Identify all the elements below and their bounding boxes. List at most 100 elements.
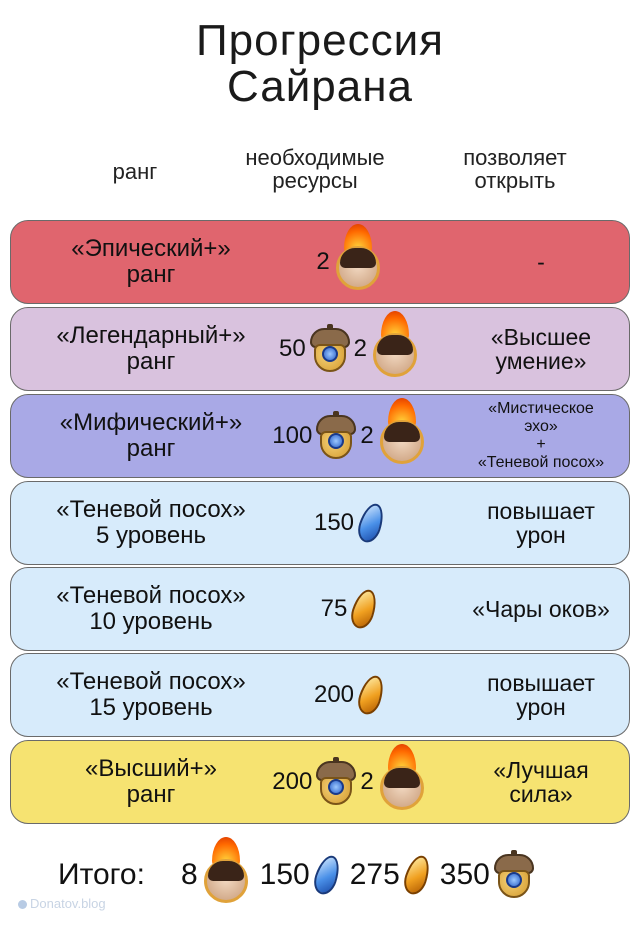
title-line-2: Сайрана: [226, 62, 414, 111]
unlock-cell: -: [451, 221, 631, 303]
acorn-qty: 100: [272, 422, 313, 449]
rank-name: «Теневой посох»: [56, 582, 246, 609]
rank-name: «Теневой посох»: [56, 668, 246, 695]
acorn-icon: [492, 850, 536, 900]
title-line-1: Прогрессия: [196, 16, 444, 65]
watermark: Donatov.blog: [18, 896, 106, 911]
unlock-line: эхо»: [524, 418, 558, 435]
rank-sub: ранг: [126, 435, 176, 462]
acorn-icon: [314, 411, 358, 461]
watermark-text: Donatov.blog: [30, 896, 106, 911]
rank-sub: 5 уровень: [95, 522, 207, 549]
orange-gem-icon: [354, 672, 388, 718]
flaming-hero-portrait-icon: [369, 311, 421, 379]
acorn-qty: 200: [272, 768, 313, 795]
rank-cell: «Мифический+»ранг: [11, 395, 291, 477]
rank-sub: ранг: [126, 781, 176, 808]
rank-cell: «Эпический+»ранг: [11, 221, 291, 303]
hero-qty: 2: [360, 768, 374, 795]
unlock-line: сила»: [509, 781, 573, 807]
unlock-cell: «Чары оков»: [451, 568, 631, 650]
rank-name: «Эпический+»: [71, 235, 231, 262]
rank-cell: «Высший+»ранг: [11, 741, 291, 823]
table-row: «Эпический+»ранг 2 -: [10, 220, 630, 304]
hero-qty: 2: [353, 335, 368, 362]
header-rank-text: ранг: [112, 159, 158, 184]
rank-cell: «Легендарный+»ранг: [11, 308, 291, 390]
table-row: «Теневой посох»10 уровень 75 «Чары оков»: [10, 567, 630, 651]
unlock-line: повышает: [487, 498, 595, 524]
blue-crystal-icon: [354, 500, 388, 546]
total-hero-qty: 8: [180, 858, 198, 891]
resources-cell: 200: [251, 654, 451, 736]
unlock-line: урон: [516, 522, 566, 548]
unlock-line: «Чары оков»: [472, 596, 610, 622]
total-gem-qty: 275: [349, 858, 400, 891]
acorn-qty: 50: [278, 335, 306, 362]
flaming-hero-portrait-icon: [332, 224, 384, 292]
rank-cell: «Теневой посох»5 уровень: [11, 482, 291, 564]
rank-name: «Легендарный+»: [56, 322, 246, 349]
rank-cell: «Теневой посох»15 уровень: [11, 654, 291, 736]
rank-name: «Теневой посох»: [56, 496, 246, 523]
unlock-line: -: [537, 249, 545, 275]
resources-cell: 150: [251, 482, 451, 564]
blue-crystal-icon: [310, 852, 344, 898]
unlock-line: умение»: [495, 348, 587, 374]
resources-cell: 2: [251, 221, 451, 303]
header-unlocks-line-1: позволяет: [463, 145, 567, 170]
unlock-line: «Мистическое: [488, 400, 594, 417]
page-title: Прогрессия Сайрана: [0, 18, 640, 110]
unlock-line: повышает: [487, 670, 595, 696]
header-resources-line-1: необходимые: [245, 145, 385, 170]
total-acorn-qty: 350: [439, 858, 490, 891]
orange-gem-icon: [400, 852, 434, 898]
unlock-line: «Лучшая: [493, 757, 589, 783]
resources-cell: 75: [251, 568, 451, 650]
orange-gem-icon: [347, 586, 381, 632]
acorn-icon: [308, 324, 352, 374]
total-row: Итого: 8 150 275 350: [0, 837, 640, 910]
header-unlocks: позволяет открыть: [430, 146, 600, 192]
total-label: Итого:: [58, 858, 145, 891]
header-rank: ранг: [60, 160, 210, 183]
resources-cell: 100 2: [251, 395, 451, 477]
rank-sub: 10 уровень: [89, 608, 213, 635]
watermark-dot-icon: [18, 900, 27, 910]
rank-sub: ранг: [126, 261, 176, 288]
header-resources-line-2: ресурсы: [272, 168, 358, 193]
unlock-line: «Высшее: [490, 324, 592, 350]
acorn-icon: [314, 757, 358, 807]
hero-qty: 2: [360, 422, 374, 449]
flaming-hero-portrait-icon: [376, 744, 428, 812]
flaming-hero-portrait-icon: [376, 398, 428, 466]
rank-cell: «Теневой посох»10 уровень: [11, 568, 291, 650]
resources-cell: 50 2: [251, 308, 451, 390]
rank-name: «Мифический+»: [59, 409, 243, 436]
rank-name: «Высший+»: [84, 755, 218, 782]
unlock-line: +: [536, 436, 546, 453]
hero-qty: 2: [316, 248, 330, 275]
crystal-qty: 150: [313, 509, 355, 536]
rank-sub: ранг: [126, 348, 176, 375]
header-resources: необходимые ресурсы: [210, 146, 420, 192]
header-unlocks-line-2: открыть: [474, 168, 556, 193]
total-crystal-qty: 150: [259, 858, 310, 891]
flaming-hero-portrait-icon: [200, 837, 252, 905]
unlock-line: урон: [516, 694, 566, 720]
unlock-line: «Теневой посох»: [477, 454, 605, 471]
gem-qty: 75: [320, 595, 348, 622]
gem-qty: 200: [313, 681, 355, 708]
rank-sub: 15 уровень: [89, 694, 213, 721]
